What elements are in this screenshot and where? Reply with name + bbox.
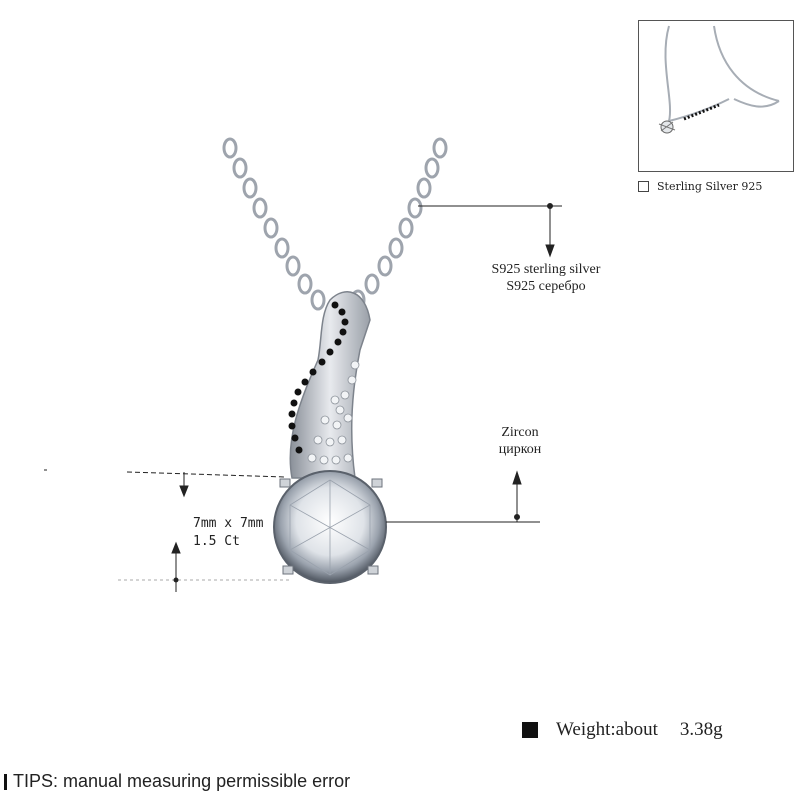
pave-stones bbox=[307, 360, 360, 465]
weight-row: Weight:about 3.38g bbox=[522, 719, 723, 741]
zircon-label: Zircon циркон bbox=[470, 424, 570, 458]
dimensions-label: 7mm x 7mm 1.5 Ct bbox=[193, 515, 263, 551]
black-stone-line bbox=[288, 301, 349, 454]
thumbnail-checkbox[interactable] bbox=[638, 181, 649, 192]
dimension-guides bbox=[44, 469, 290, 592]
prongs bbox=[279, 478, 383, 575]
size-label: 7mm x 7mm bbox=[193, 516, 264, 531]
gem-facets bbox=[289, 479, 371, 576]
chain-left bbox=[222, 137, 326, 311]
weight-value: 3.38g bbox=[679, 719, 723, 740]
material-label: S925 sterling silver S925 серебро bbox=[456, 261, 636, 295]
weight-label: Weight:about bbox=[556, 719, 658, 740]
thumbnail-caption[interactable]: Sterling Silver 925 bbox=[638, 180, 762, 193]
tips-text: TIPS: manual measuring permissible error bbox=[13, 771, 351, 791]
zircon-label-en: Zircon bbox=[501, 425, 539, 440]
thumbnail-necklace-image bbox=[658, 25, 780, 134]
material-pointer bbox=[418, 203, 562, 258]
thumbnail-caption-text: Sterling Silver 925 bbox=[657, 180, 763, 193]
weight-bullet-icon bbox=[522, 722, 538, 738]
chain-right bbox=[350, 137, 448, 311]
material-label-en: S925 sterling silver bbox=[491, 262, 601, 277]
zircon-label-ru: циркон bbox=[498, 442, 542, 457]
carat-label: 1.5 Ct bbox=[193, 534, 240, 549]
tips-row: TIPS: manual measuring permissible error bbox=[4, 771, 350, 792]
material-label-ru: S925 серебро bbox=[506, 279, 586, 294]
zircon-pointer bbox=[386, 470, 540, 523]
product-thumbnail[interactable] bbox=[638, 20, 794, 172]
tips-bar-icon bbox=[4, 773, 7, 790]
